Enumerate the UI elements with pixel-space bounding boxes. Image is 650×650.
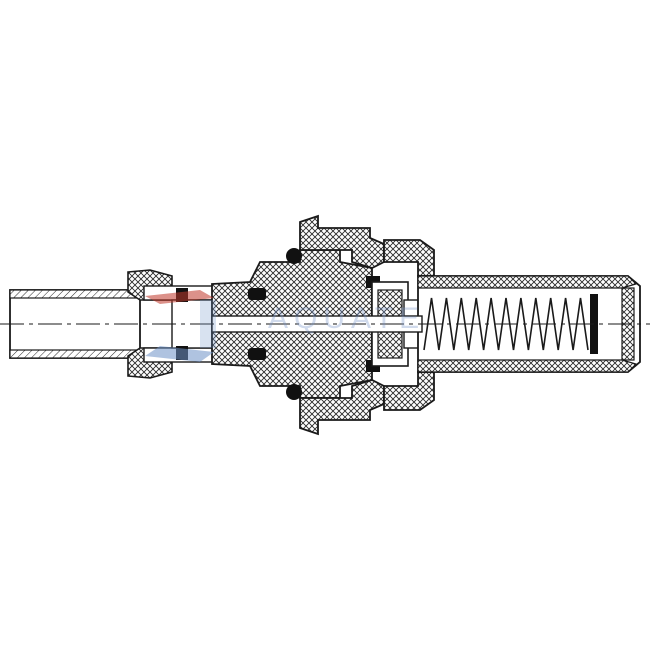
seal-lower	[248, 348, 266, 360]
watermark-logo	[145, 290, 216, 362]
spring-coil-path	[423, 297, 589, 351]
housing-nut	[299, 214, 435, 436]
spring-tube	[417, 275, 641, 373]
o-ring-bottom	[286, 384, 302, 400]
seal-upper	[248, 288, 266, 300]
o-ring-top	[286, 248, 302, 264]
compression-spring	[423, 297, 589, 351]
